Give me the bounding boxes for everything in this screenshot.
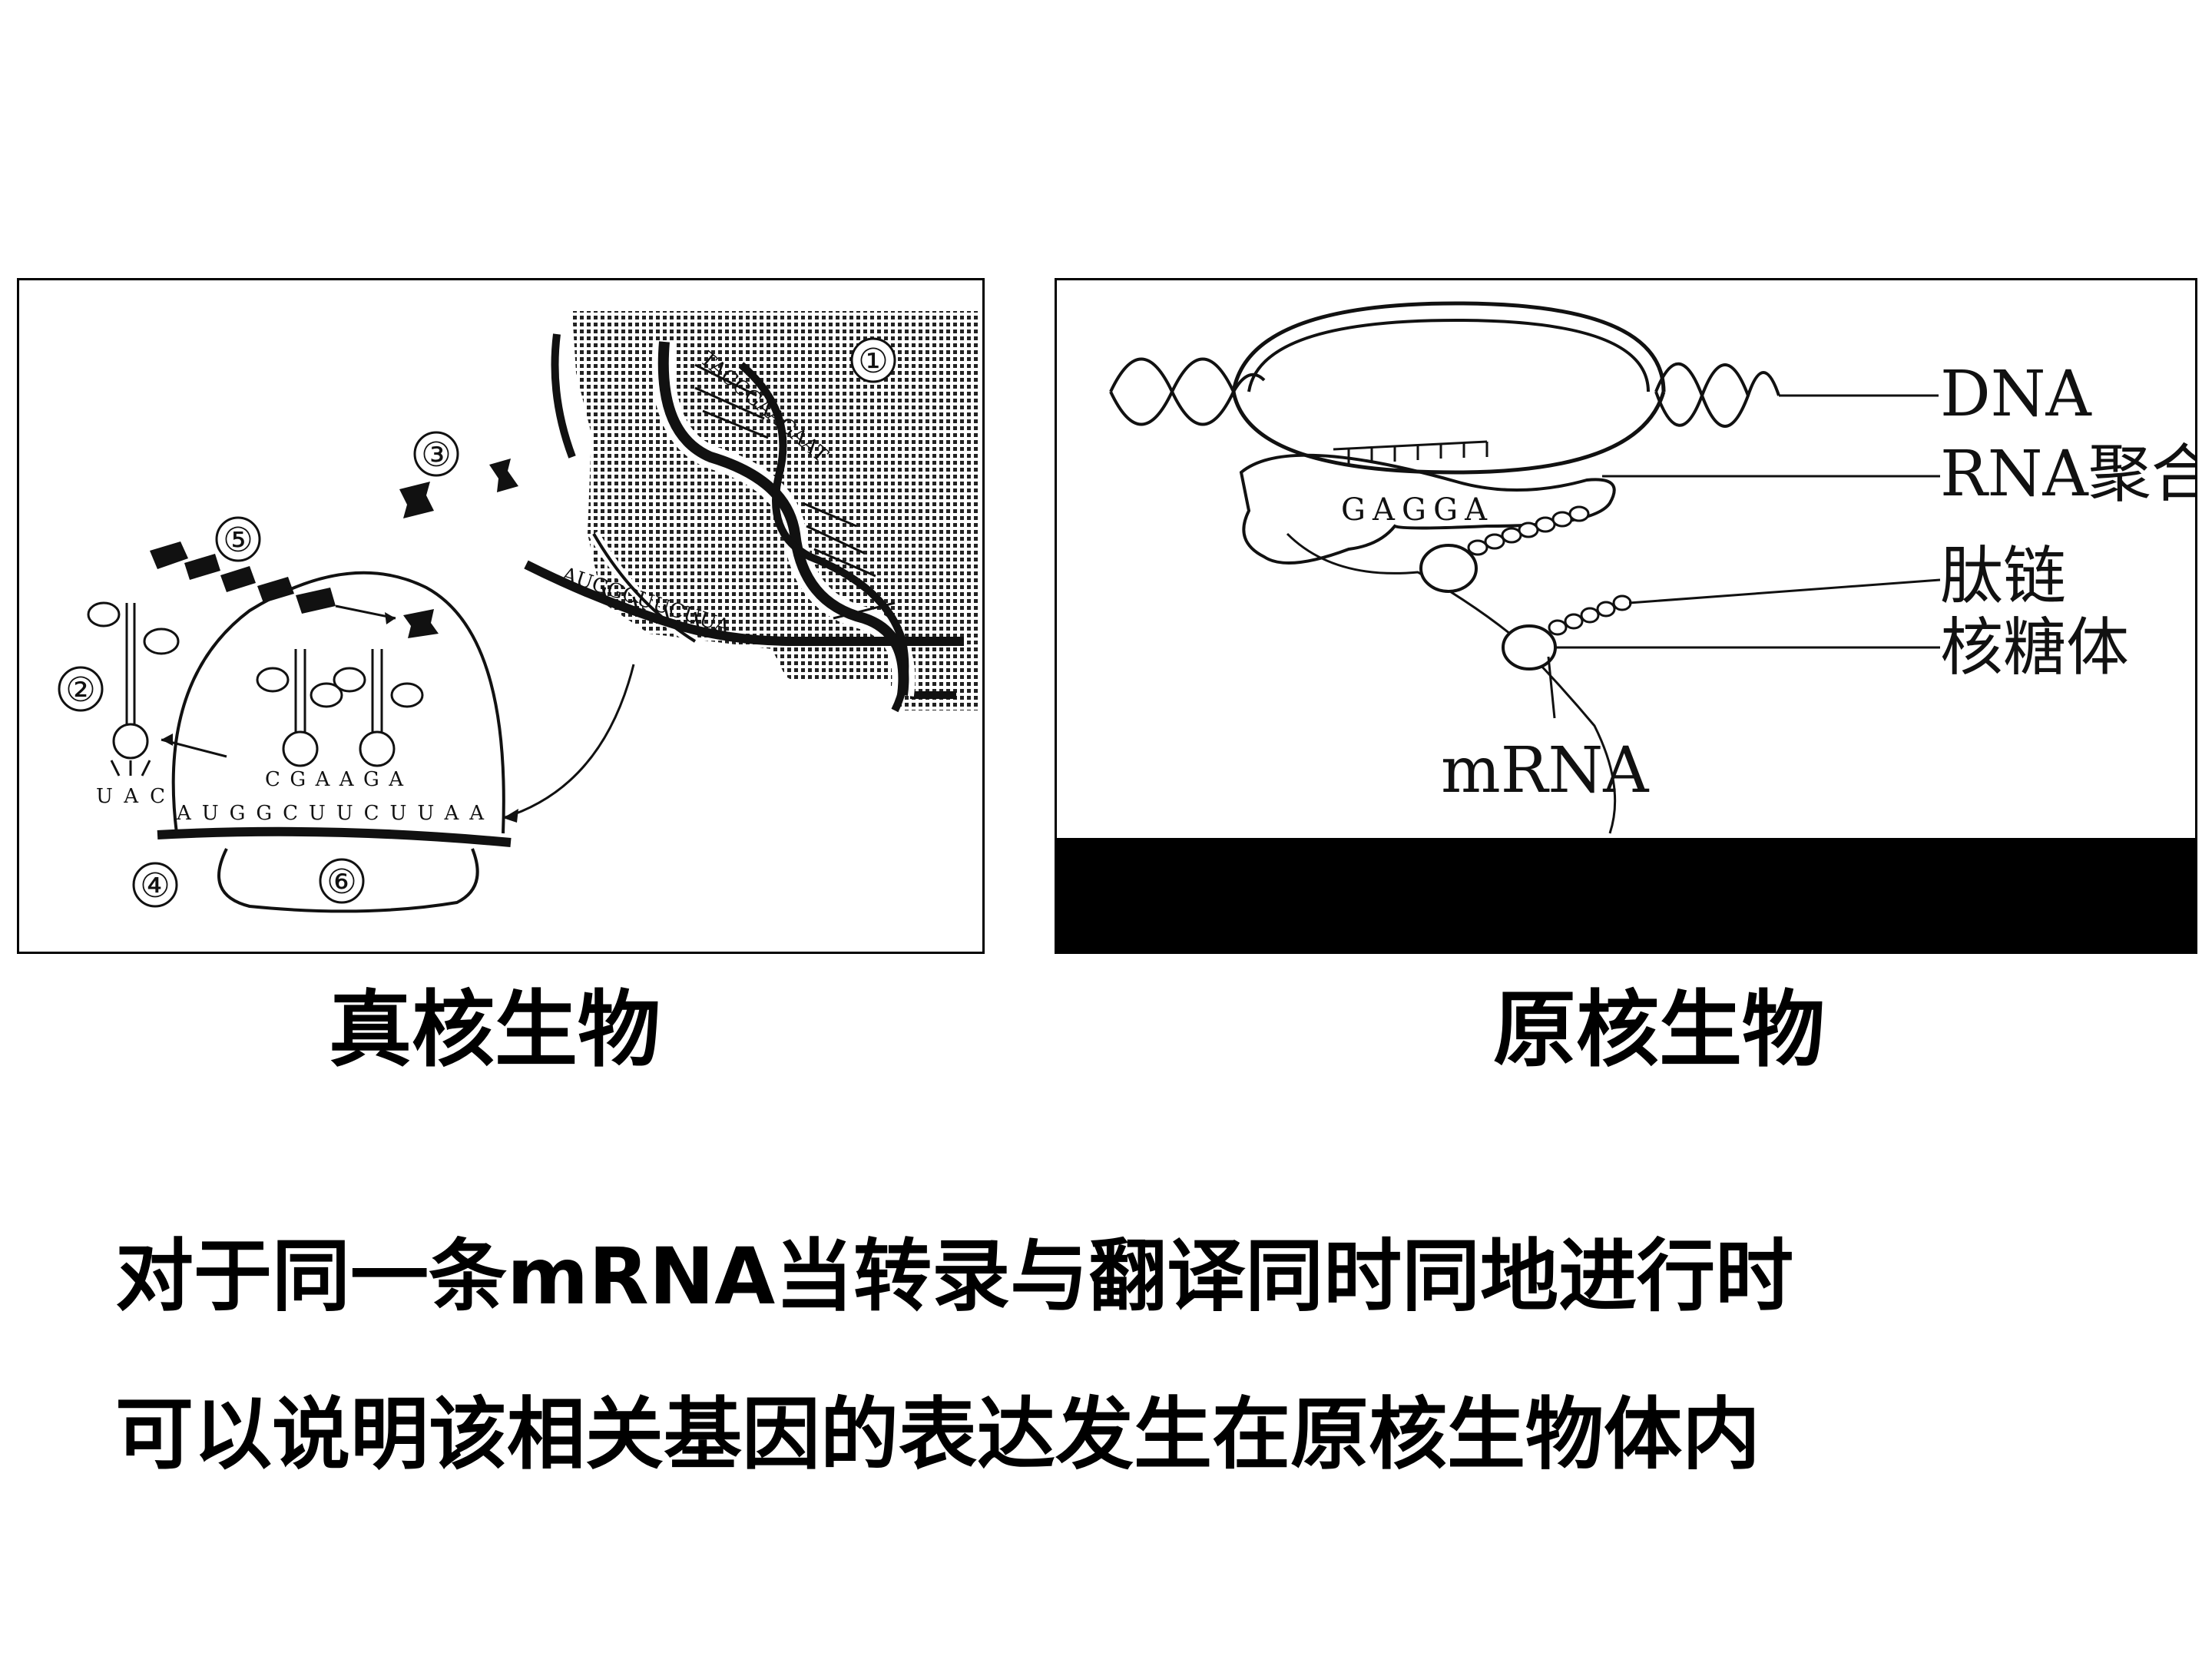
- ribosome-large-subunit: [171, 571, 505, 834]
- marker-5: ⑤: [223, 521, 253, 560]
- dna-bubble-top: [1231, 301, 1666, 392]
- dna-label: DNA: [1940, 358, 2091, 431]
- eukaryote-diagram: TACCGAAGAAT ① AUGGCUUCUUA ③ ⑤: [17, 278, 985, 954]
- marker-2: ②: [65, 671, 95, 710]
- mrna-on-ribosome: [157, 826, 512, 847]
- conclusion-line-1: 对于同一条mRNA当转录与翻译同时同地进行时: [115, 1231, 1794, 1323]
- marker-4: ④: [140, 866, 170, 906]
- next-amino-acid: [403, 609, 439, 638]
- prokaryote-illustration: GAGGA: [1057, 301, 2195, 952]
- dna-helix-right: [1654, 362, 1780, 428]
- black-bar: [1057, 838, 2195, 952]
- dna-strand-2: [738, 362, 909, 713]
- ribosome-label: 核糖体: [1940, 611, 2130, 684]
- mrna-bottom-bases: AUGGCUUCUUAA: [176, 802, 485, 825]
- peptide-chain-1: [1467, 505, 1590, 556]
- anticodon-free: UAC: [96, 785, 165, 808]
- ribosome-2: [1502, 624, 1557, 671]
- anticodons-bound: CGAAGA: [265, 768, 404, 791]
- marker-6: ⑥: [326, 863, 356, 902]
- peptide-chain-2: [1548, 594, 1632, 636]
- dna-bubble-bottom: [1231, 391, 1666, 475]
- nuclear-envelope: [551, 333, 576, 459]
- peptide-label: 肽链: [1940, 540, 2067, 613]
- free-trna: [87, 601, 180, 777]
- conclusion-line-2: 可以说明该相关基因的表达发生在原核生物体内: [115, 1389, 1760, 1481]
- bound-trnas: [256, 649, 424, 767]
- marker-1: ①: [858, 342, 888, 381]
- amino-acid-3: [399, 459, 518, 518]
- polypeptide-chain: [150, 541, 336, 614]
- eukaryote-illustration: TACCGAAGAAT ① AUGGCUUCUUA ③ ⑤: [58, 311, 979, 913]
- mrna-label: mRNA: [1441, 734, 1649, 807]
- rna-bases: GAGGA: [1341, 492, 1488, 528]
- mrna-in-nucleus: [524, 560, 964, 646]
- dna-helix-left: [1109, 357, 1266, 426]
- prokaryote-caption: 原核生物: [1493, 982, 1826, 1078]
- prokaryote-diagram: GAGGA DNA RNA聚合酶 肽链 核糖体: [1055, 278, 2197, 954]
- ribosome-1: [1419, 544, 1478, 593]
- marker-3: ③: [421, 435, 451, 475]
- rna-polymerase-label: RNA聚合酶: [1940, 438, 2195, 511]
- eukaryote-caption: 真核生物: [329, 982, 661, 1078]
- ribosome-small-subunit: [217, 848, 479, 913]
